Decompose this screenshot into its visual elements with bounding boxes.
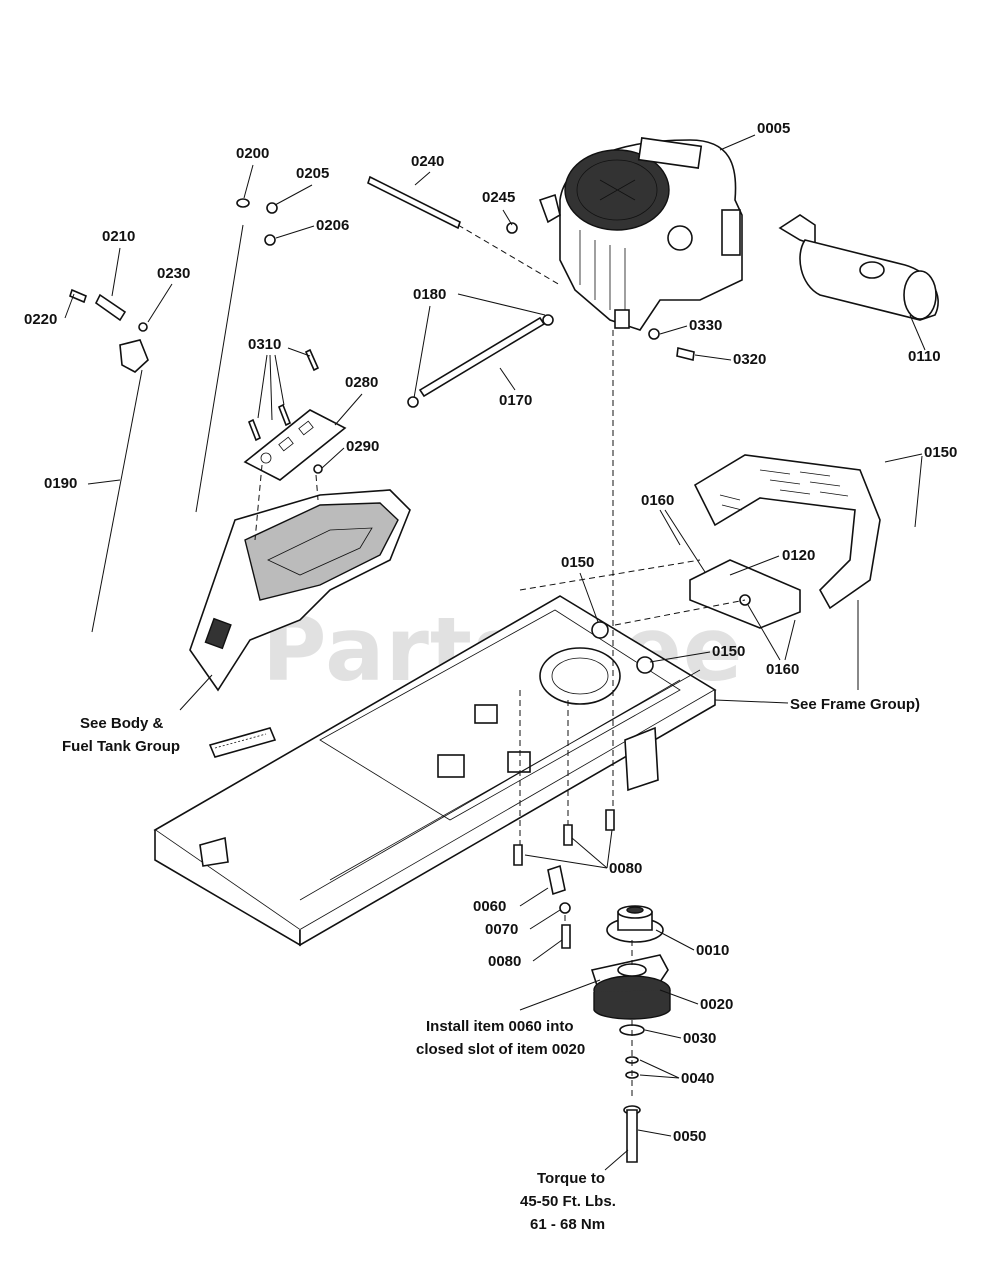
leader-lines	[64, 134, 926, 1171]
part-label-0150a[interactable]: 0150	[924, 444, 957, 461]
part-label-0180[interactable]: 0180	[413, 286, 446, 303]
part-label-0206[interactable]: 0206	[316, 217, 349, 234]
part-label-0005[interactable]: 0005	[757, 120, 790, 137]
part-label-0230[interactable]: 0230	[157, 265, 190, 282]
part-label-0080a[interactable]: 0080	[609, 860, 642, 877]
clutch-0020-part[interactable]	[590, 954, 671, 1020]
part-label-0310[interactable]: 0310	[248, 336, 281, 353]
bracket-0060-part[interactable]	[547, 864, 571, 914]
part-label-0040[interactable]: 0040	[681, 1070, 714, 1087]
heat-shield-part[interactable]	[693, 454, 881, 610]
part-label-0150b[interactable]: 0150	[561, 554, 594, 571]
note-frame-group[interactable]: See Frame Group)	[790, 696, 920, 713]
notes: See Frame Group) See Body & Fuel Tank Gr…	[62, 696, 920, 1233]
bolt-0050-part[interactable]	[623, 1105, 641, 1163]
part-label-0170[interactable]: 0170	[499, 392, 532, 409]
bolt-0080-part[interactable]	[513, 809, 615, 949]
part-label-0320[interactable]: 0320	[733, 351, 766, 368]
part-label-0160a[interactable]: 0160	[641, 492, 674, 509]
bracket-0120-part[interactable]	[689, 559, 801, 629]
part-label-0060[interactable]: 0060	[473, 898, 506, 915]
note-torque-line3: 61 - 68 Nm	[530, 1216, 605, 1233]
frame-chassis-part[interactable]	[153, 595, 717, 947]
part-label-0010[interactable]: 0010	[696, 942, 729, 959]
part-label-0190[interactable]: 0190	[44, 475, 77, 492]
throttle-cable-part[interactable]	[69, 288, 149, 633]
part-label-0210[interactable]: 0210	[102, 228, 135, 245]
part-label-0030[interactable]: 0030	[683, 1030, 716, 1047]
note-install-line2: closed slot of item 0020	[416, 1041, 585, 1058]
note-install-line1: Install item 0060 into	[426, 1018, 574, 1035]
part-label-0240[interactable]: 0240	[411, 153, 444, 170]
choke-rod-part[interactable]	[195, 198, 278, 513]
muffler-part[interactable]	[778, 214, 939, 321]
part-label-0245[interactable]: 0245	[482, 189, 515, 206]
body-fuel-tank-part[interactable]	[189, 489, 411, 692]
part-label-0160b[interactable]: 0160	[766, 661, 799, 678]
part-labels: 0005 0200 0240 0205 0245 0206 0210 0230 0180 0220…	[24, 120, 957, 1145]
note-torque-line1: Torque to	[537, 1170, 605, 1187]
part-label-0290[interactable]: 0290	[346, 438, 379, 455]
throttle-plate-part[interactable]	[243, 348, 347, 481]
part-label-0020[interactable]: 0020	[700, 996, 733, 1013]
part-label-0080b[interactable]: 0080	[488, 953, 521, 970]
note-torque-line2: 45-50 Ft. Lbs.	[520, 1193, 616, 1210]
part-label-0200[interactable]: 0200	[236, 145, 269, 162]
engine-part[interactable]	[538, 137, 743, 331]
part-label-0120[interactable]: 0120	[782, 547, 815, 564]
part-label-0070[interactable]: 0070	[485, 921, 518, 938]
part-label-0150c[interactable]: 0150	[712, 643, 745, 660]
note-body-group-line2[interactable]: Fuel Tank Group	[62, 738, 180, 755]
part-label-0110[interactable]: 0110	[908, 348, 941, 365]
assembly-guide-lines	[254, 224, 746, 1100]
note-body-group-line1[interactable]: See Body &	[80, 715, 164, 732]
pulley-0010-part[interactable]	[606, 905, 664, 943]
part-label-0050[interactable]: 0050	[673, 1128, 706, 1145]
part-label-0220[interactable]: 0220	[24, 311, 57, 328]
part-label-0280[interactable]: 0280	[345, 374, 378, 391]
bolt-0320-part[interactable]	[648, 328, 695, 361]
part-label-0330[interactable]: 0330	[689, 317, 722, 334]
fuel-line-part[interactable]	[367, 175, 554, 408]
part-label-0205[interactable]: 0205	[296, 165, 329, 182]
